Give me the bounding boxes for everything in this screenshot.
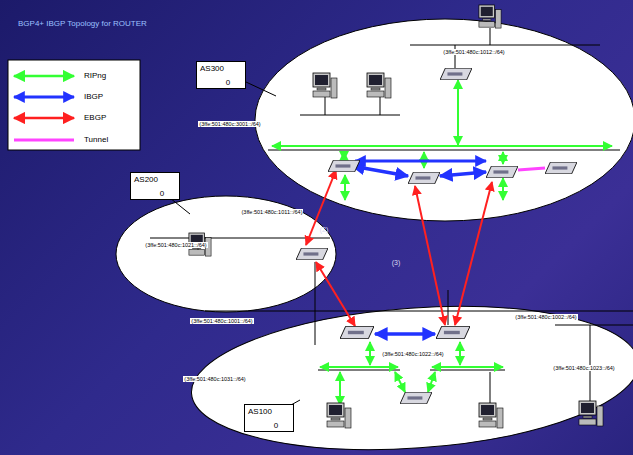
as-label-box: AS2000 xyxy=(130,172,180,200)
subnet-label: (3ffe:501:480c:1022::/64) xyxy=(381,351,444,357)
legend-text: IBGP xyxy=(84,93,103,101)
legend-text: EBGP xyxy=(84,114,106,122)
subnet-label: (3ffe:501:480c:1001::/64) xyxy=(190,318,253,324)
subnet-label: (3ffe:501:480c:1031::/64) xyxy=(183,376,246,382)
as-label-box: AS3000 xyxy=(196,61,246,89)
callout-number: (3) xyxy=(392,259,401,266)
as-label-box: AS1000 xyxy=(244,404,294,432)
callout-number: (2) xyxy=(320,226,329,233)
as-name: AS300 xyxy=(200,65,224,73)
as-name: AS200 xyxy=(134,176,158,184)
subnet-label: (3ffe:501:480c:3001::/64) xyxy=(198,121,261,127)
subnet-label: (3ffe:501:480c:1011::/64) xyxy=(241,209,304,215)
subnet-label: (3ffe:501:480c:1012::/64) xyxy=(442,49,505,55)
as-number: 0 xyxy=(160,190,164,198)
subnet-label: (3ffe:501:480c:1023::/64) xyxy=(552,365,615,371)
as-name: AS100 xyxy=(248,408,272,416)
diagram-title: BGP4+ IBGP Topology for ROUTER xyxy=(18,20,147,28)
legend-text: Tunnel xyxy=(84,136,108,144)
legend-text: RIPng xyxy=(84,72,106,80)
subnet-label: (3ffe:501:480c:1021::/64) xyxy=(144,242,207,248)
subnet-label: (3ffe:501:480c:1002::/64) xyxy=(514,314,577,320)
as-number: 0 xyxy=(274,422,278,430)
as-number: 0 xyxy=(226,79,230,87)
